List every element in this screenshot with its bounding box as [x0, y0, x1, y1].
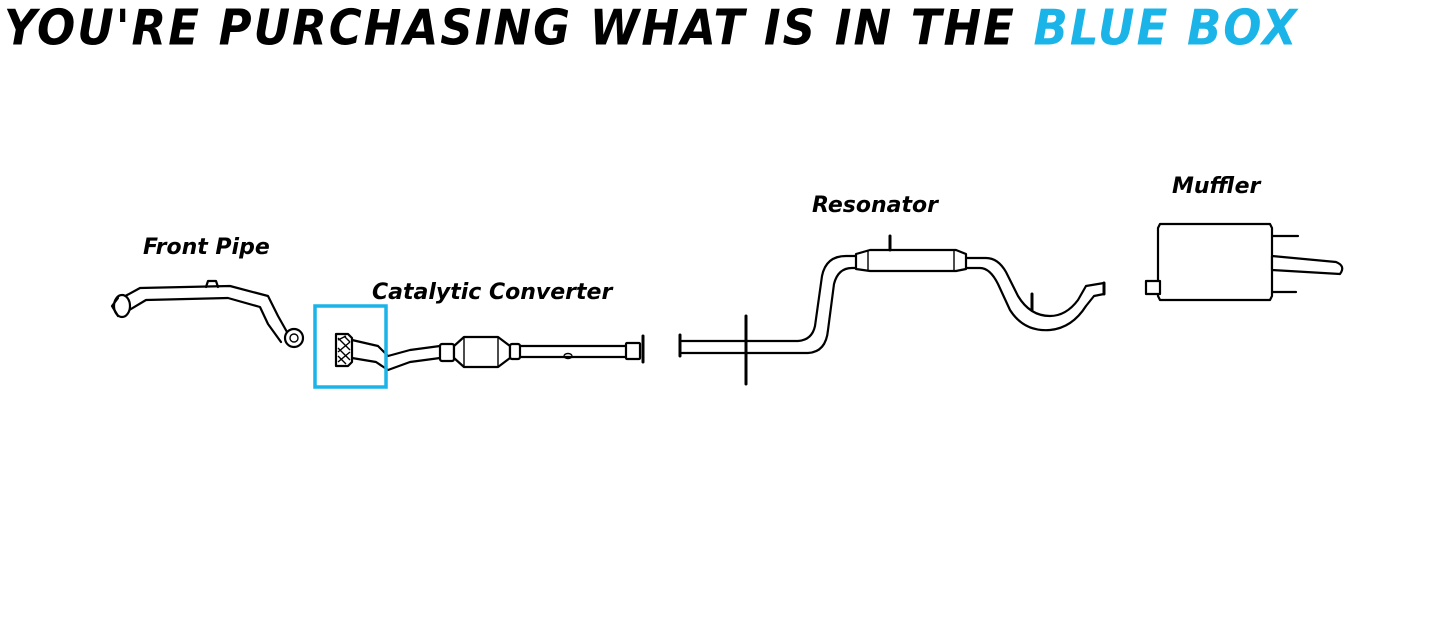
headline-prefix: YOU'RE PURCHASING WHAT IS IN THE	[4, 0, 1034, 57]
headline-highlight: BLUE BOX	[1033, 0, 1299, 57]
front-pipe-label: Front Pipe	[143, 235, 270, 260]
resonator-part	[678, 234, 1106, 386]
catalytic-converter-label: Catalytic Converter	[372, 280, 613, 305]
front-pipe-part	[110, 279, 305, 349]
page-headline: YOU'RE PURCHASING WHAT IS IN THE BLUE BO…	[4, 0, 1441, 56]
blue-box-highlight	[313, 304, 388, 389]
muffler-label: Muffler	[1172, 174, 1261, 199]
catalytic-converter-part	[334, 332, 645, 372]
muffler-part	[1144, 222, 1344, 302]
resonator-label: Resonator	[812, 193, 938, 218]
